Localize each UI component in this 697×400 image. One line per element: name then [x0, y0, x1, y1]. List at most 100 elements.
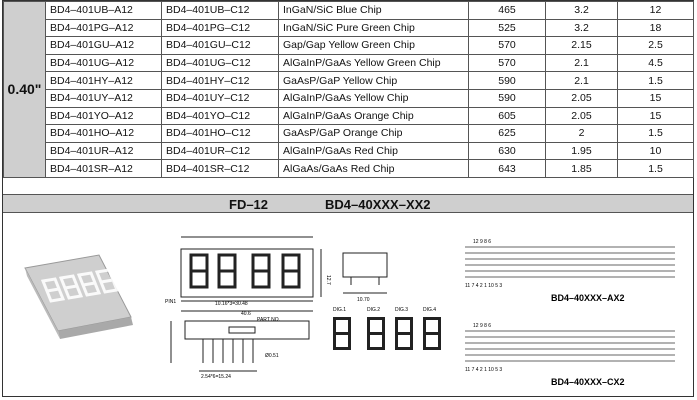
forward-voltage: 2.1: [545, 53, 618, 73]
chip-material: GaAsP/GaP Yellow Chip: [278, 71, 469, 90]
cx2-pins-top: 12 9 8 6: [473, 323, 491, 329]
luminous-intensity: 2.5: [617, 36, 694, 55]
wavelength: 570: [468, 36, 546, 55]
luminous-intensity: 15: [617, 106, 694, 126]
part-number-a: BD4–401UG–A12: [45, 53, 162, 73]
wavelength: 643: [468, 159, 546, 178]
forward-voltage: 3.2: [545, 1, 618, 20]
side-view: [342, 252, 388, 294]
forward-voltage: 1.95: [545, 141, 618, 161]
luminous-intensity: 10: [617, 141, 694, 161]
luminous-intensity: 12: [617, 1, 694, 20]
cx2-label: BD4–40XXX–CX2: [551, 377, 625, 387]
part-number-a: BD4–401UB–A12: [45, 1, 162, 20]
chip-material: AlGaInP/GaAs Yellow Green Chip: [278, 53, 469, 73]
luminous-intensity: 18: [617, 18, 694, 38]
ax2-pins-top: 12 9 8 6: [473, 239, 491, 245]
product-photo: [24, 254, 133, 339]
forward-voltage: 2.05: [545, 106, 618, 126]
seg-dig-2: DIG.2: [367, 307, 380, 313]
part-number-a: BD4–401UY–A12: [45, 88, 162, 108]
part-number-c: BD4–401UR–C12: [161, 141, 279, 161]
part-number-c: BD4–401UG–C12: [161, 53, 279, 73]
part-number-c: BD4–401GU–C12: [161, 36, 279, 55]
part-number-a: BD4–401SR–A12: [45, 159, 162, 178]
forward-voltage: 2.1: [545, 71, 618, 90]
part-number-c: BD4–401UB–C12: [161, 1, 279, 20]
luminous-intensity: 4.5: [617, 53, 694, 73]
part-number-c: BD4–401HY–C12: [161, 71, 279, 90]
part-number-a: BD4–401PG–A12: [45, 18, 162, 38]
seg-dig-3: DIG.3: [395, 307, 408, 313]
chip-material: AlGaInP/GaAs Orange Chip: [278, 106, 469, 126]
series-band: FD–12 BD4–40XXX–XX2: [3, 194, 693, 213]
luminous-intensity: 15: [617, 88, 694, 108]
dim-total: 40.6: [241, 311, 251, 317]
luminous-intensity: 1.5: [617, 124, 694, 143]
dim-top: 10.16*3=30.48: [215, 301, 248, 307]
part-number-c: BD4–401UY–C12: [161, 88, 279, 108]
wavelength: 590: [468, 88, 546, 108]
circuit-ax2: [465, 246, 675, 278]
forward-voltage: 2.05: [545, 88, 618, 108]
ax2-pins-bottom: 11 7 4 2 1 10 5 3: [465, 283, 502, 289]
bottom-view: [170, 320, 310, 372]
wavelength: 605: [468, 106, 546, 126]
part-number-c: BD4–401SR–C12: [161, 159, 279, 178]
part-number-a: BD4–401YO–A12: [45, 106, 162, 126]
wavelength: 625: [468, 124, 546, 143]
size-label: 0.40": [3, 1, 46, 178]
chip-material: Gap/Gap Yellow Green Chip: [278, 36, 469, 55]
dim-pitch: 2.54*6=15.24: [201, 374, 231, 380]
wavelength: 570: [468, 53, 546, 73]
seg-dig-4: DIG.4: [423, 307, 436, 313]
technical-drawing: 10.16*3=30.48 40.6 PIN1 12.7 10.70 PART …: [24, 236, 675, 387]
pin1-label: PIN1: [165, 299, 176, 305]
series-code: FD–12: [229, 197, 269, 212]
wavelength: 465: [468, 1, 546, 20]
wavelength: 590: [468, 71, 546, 90]
chip-material: AlGaAs/GaAs Red Chip: [278, 159, 469, 178]
dim-pin: Ø0.51: [265, 353, 279, 359]
part-number-a: BD4–401GU–A12: [45, 36, 162, 55]
wavelength: 525: [468, 18, 546, 38]
forward-voltage: 2.15: [545, 36, 618, 55]
part-number-a: BD4–401HO–A12: [45, 124, 162, 143]
part-number-c: BD4–401HO–C12: [161, 124, 279, 143]
forward-voltage: 2: [545, 124, 618, 143]
forward-voltage: 1.85: [545, 159, 618, 178]
chip-material: InGaN/SiC Blue Chip: [278, 1, 469, 20]
front-view: [180, 236, 322, 312]
luminous-intensity: 1.5: [617, 159, 694, 178]
luminous-intensity: 1.5: [617, 71, 694, 90]
dim-height: 12.7: [325, 275, 331, 285]
part-number-a: BD4–401UR–A12: [45, 141, 162, 161]
part-number-a: BD4–401HY–A12: [45, 71, 162, 90]
cx2-pins-bottom: 11 7 4 2 1 10 5 3: [465, 367, 502, 373]
ax2-label: BD4–40XXX–AX2: [551, 293, 625, 303]
part-number-c: BD4–401YO–C12: [161, 106, 279, 126]
forward-voltage: 3.2: [545, 18, 618, 38]
series-part: BD4–40XXX–XX2: [325, 197, 431, 212]
circuit-cx2: [465, 330, 675, 362]
dim-side: 10.70: [357, 297, 370, 303]
wavelength: 630: [468, 141, 546, 161]
chip-material: AlGaInP/GaAs Yellow Chip: [278, 88, 469, 108]
part-no-label: PART NO.: [257, 317, 280, 323]
chip-material: InGaN/SiC Pure Green Chip: [278, 18, 469, 38]
seg-dig-1: DIG.1: [333, 307, 346, 313]
chip-material: GaAsP/GaP Orange Chip: [278, 124, 469, 143]
part-number-c: BD4–401PG–C12: [161, 18, 279, 38]
segment-diagram: [333, 317, 441, 350]
